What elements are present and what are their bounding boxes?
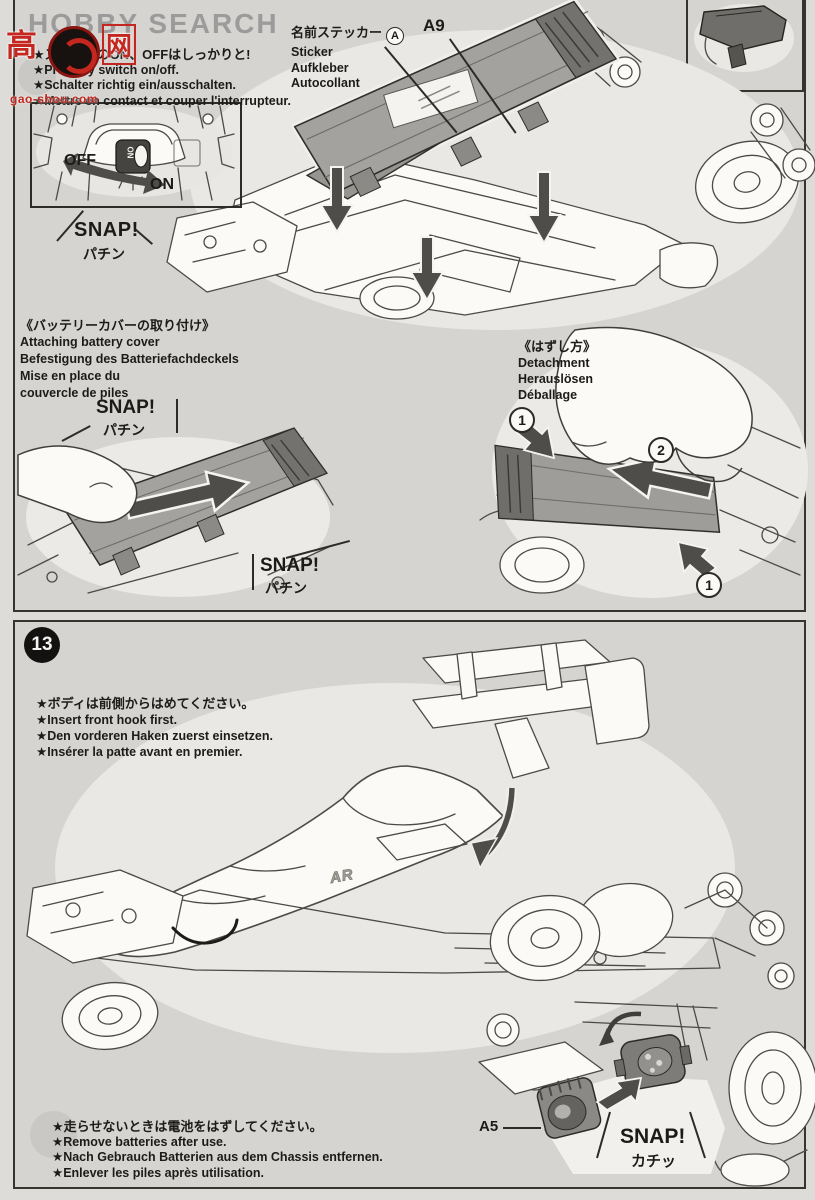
- body-note-fr: ★Insérer la patte avant en premier.: [36, 745, 243, 759]
- snap-label-attach2: SNAP!: [260, 555, 320, 576]
- rotate-arrow-icon: [599, 1011, 642, 1046]
- a5-part: [536, 1076, 602, 1139]
- snap-label-switch: SNAP!: [74, 219, 139, 241]
- attach-en: Attaching battery cover: [20, 335, 160, 349]
- body-mounting-illustration: [26, 639, 795, 1053]
- snap-label-attach: SNAP!: [96, 397, 156, 418]
- step-circle-1b: 1: [696, 572, 722, 598]
- watermark-kanji-right: 网: [102, 24, 137, 65]
- switch-inset-box: OFF ON ON: [30, 102, 242, 208]
- snap-jp-attach: パチン: [103, 422, 145, 438]
- switch-knob-label: ON: [125, 146, 135, 159]
- attach-arrow-icon: [595, 1076, 643, 1112]
- sticker-a-badge: A: [386, 27, 405, 45]
- watermark-url: gao-shou.com: [10, 92, 99, 106]
- step-circle-1a: 1: [509, 407, 535, 433]
- down-arrow-icons: [319, 166, 562, 303]
- attach-de: Befestigung des Batteriefachdeckels: [20, 352, 239, 366]
- sticker-label-fr: Autocollant: [291, 76, 360, 90]
- battery-notes: ★走らせないときは電池をはずしてください。 ★Remove batteries …: [52, 1119, 383, 1181]
- detach-de: Herauslösen: [518, 372, 594, 386]
- chassis-hint-lines: [479, 419, 801, 594]
- detach-fr: Déballage: [518, 388, 578, 402]
- snap-jp-switch: パチン: [83, 246, 125, 262]
- sticker-part-illustration: [694, 4, 794, 72]
- snap-jp-attach2: パチン: [265, 580, 307, 596]
- attach-heading: 《バッテリーカバーの取り付け》 Attaching battery cover …: [20, 317, 239, 402]
- part-a9-label: A9: [423, 16, 445, 35]
- attach-fr2: couvercle de piles: [20, 386, 129, 400]
- switch-direction-arrow-icon: [63, 153, 165, 194]
- step-circle-2: 2: [648, 437, 674, 463]
- a5-attachment-illustration: [478, 1001, 815, 1187]
- press-cover-illustration: [17, 427, 334, 597]
- body-note-de: ★Den vorderen Haken zuerst einsetzen.: [36, 729, 273, 743]
- hand-illustration: [555, 326, 753, 465]
- part-a5-label: A5: [479, 1118, 499, 1135]
- body-note-en: ★Insert front hook first.: [36, 713, 178, 727]
- switch-illustration: [33, 105, 235, 201]
- attach-fr1: Mise en place du: [20, 369, 121, 383]
- leader-line: [252, 554, 254, 590]
- slide-back-arrow-icon: [606, 456, 714, 500]
- switch-note-fr: ★Mettre en contact et couper l'interrupt…: [33, 93, 291, 108]
- battery-cover-part: [494, 444, 721, 533]
- body-note-jp: ★ボディは前側からはめてください。: [36, 696, 255, 711]
- detach-jp: 《はずし方》: [518, 339, 597, 354]
- remove-cover-illustration: [479, 326, 808, 598]
- sticker-label-en: Sticker: [291, 45, 333, 59]
- decorative-circle: [30, 1111, 77, 1158]
- battery-note-de: ★Nach Gebrauch Batterien aus dem Chassis…: [52, 1150, 383, 1164]
- chassis-battery-cover-illustration: [166, 0, 815, 330]
- attach-jp: 《バッテリーカバーの取り付け》: [20, 318, 216, 333]
- switch-on-label: ON: [150, 176, 174, 193]
- body-notes: ★ボディは前側からはめてください。 ★Insert front hook fir…: [36, 696, 273, 760]
- detach-heading: 《はずし方》 Detachment Herauslösen Déballage: [518, 339, 596, 403]
- watermark-circle-icon: [48, 26, 100, 78]
- mounted-part: [613, 1034, 693, 1090]
- leader-line: [176, 399, 178, 433]
- snap-jp-fit: カチッ: [631, 1153, 677, 1170]
- sticker-label-jp: 名前ステッカー: [291, 25, 383, 40]
- battery-note-en: ★Remove batteries after use.: [52, 1134, 227, 1149]
- watermark-swirl-icon: [61, 38, 97, 74]
- snap-flank-lines: [596, 1111, 706, 1159]
- car-body-line-art: [26, 639, 795, 1051]
- a5-leader-line: [503, 1127, 541, 1129]
- finger-illustration: [17, 445, 138, 524]
- battery-note-fr: ★Enlever les piles après utilisation.: [52, 1165, 264, 1180]
- sticker-label-de: Aufkleber: [291, 60, 349, 75]
- switch-off-label: OFF: [64, 152, 96, 169]
- watermark-logo: 高 网 gao-shou.com: [4, 4, 144, 108]
- step-13-badge: 13: [24, 627, 60, 663]
- hook-down-arrow-icon: [469, 787, 517, 870]
- battery-note-jp: ★走らせないときは電池をはずしてください。: [52, 1119, 323, 1134]
- rear-chassis-line-art: [478, 1001, 815, 1187]
- switch-note-de: ★Schalter richtig ein/ausschalten.: [33, 78, 236, 92]
- snap-label-fit: SNAP!: [620, 1125, 686, 1148]
- detach-en: Detachment: [518, 356, 590, 370]
- watermark-kanji-left: 高: [6, 28, 37, 63]
- slide-arrow-icon: [124, 470, 252, 520]
